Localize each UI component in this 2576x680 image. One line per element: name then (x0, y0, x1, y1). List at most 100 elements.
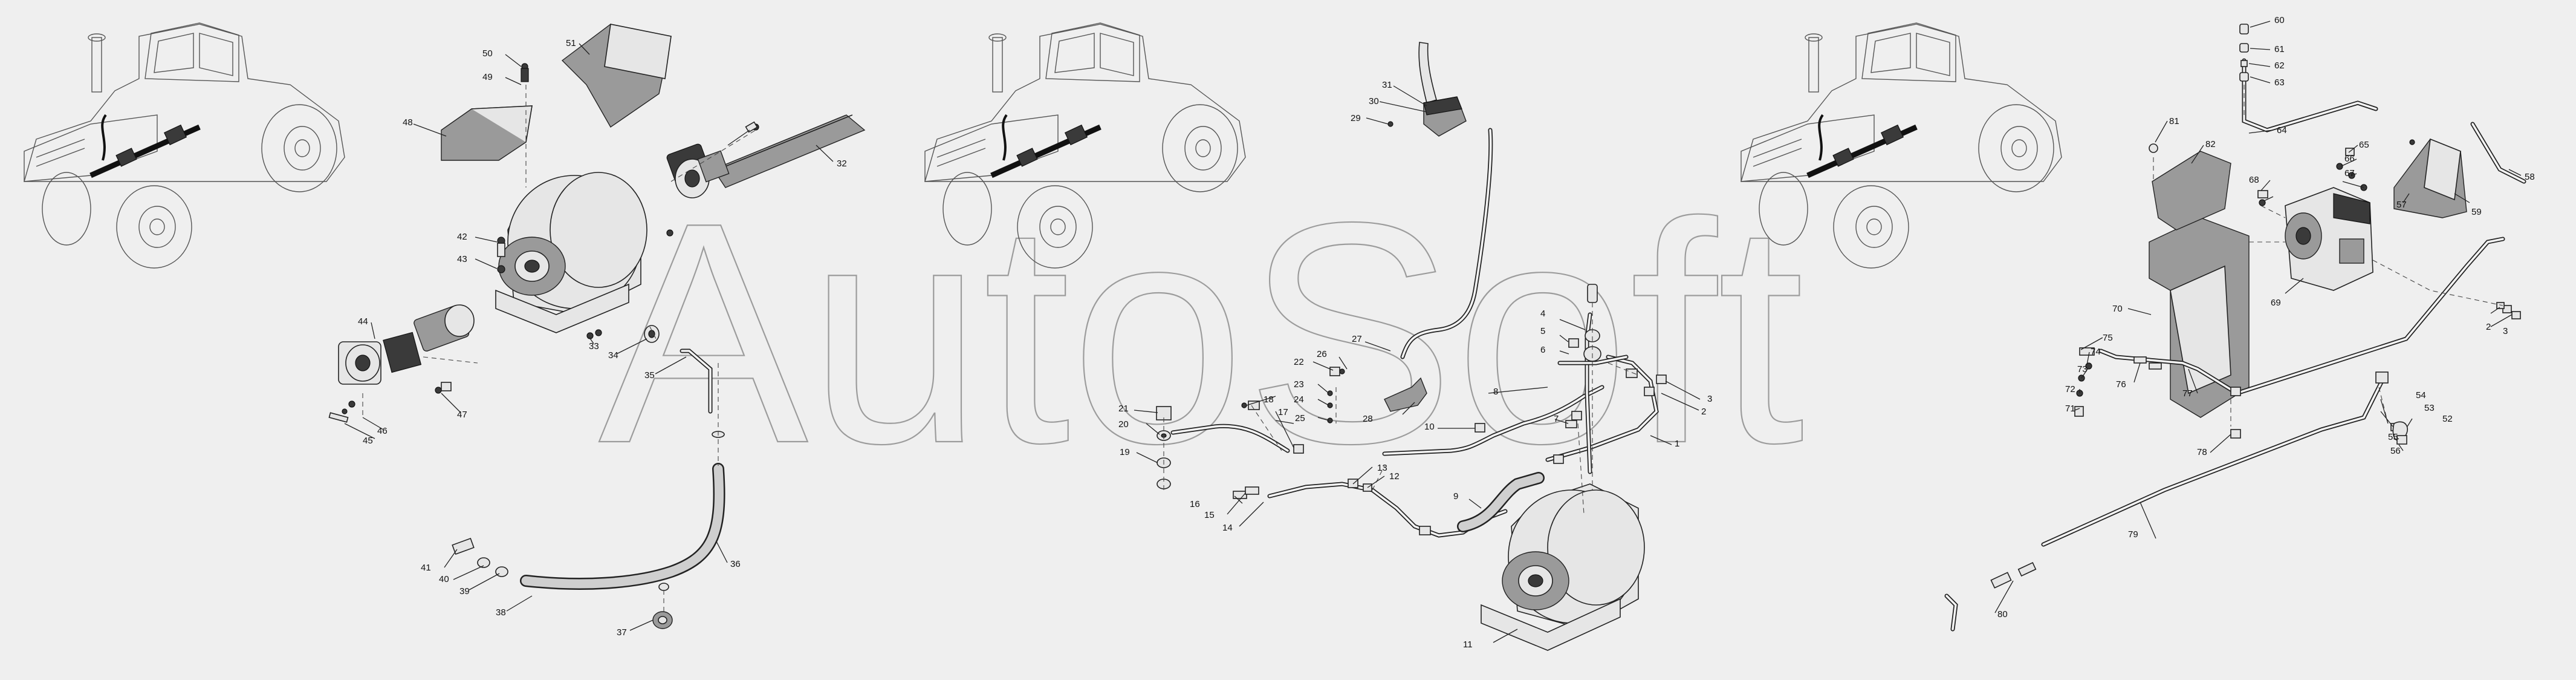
callout-72: 72 (2065, 384, 2075, 394)
callout-54: 54 (2416, 390, 2426, 400)
callout-64: 64 (2277, 125, 2287, 136)
callout-25: 25 (1295, 413, 1305, 423)
fittings-group-3 (1990, 24, 2521, 589)
callout-82: 82 (2205, 139, 2216, 149)
callout-71: 71 (2065, 404, 2075, 414)
callout-41: 41 (421, 563, 431, 573)
control-lever-31 (1418, 42, 1467, 137)
callout-29: 29 (1351, 113, 1361, 123)
assembly-lines-group-1 (362, 85, 756, 614)
callout-24: 24 (1294, 394, 1304, 405)
callout-44: 44 (358, 316, 368, 327)
callout-7: 7 (1554, 414, 1559, 424)
callout-47: 47 (457, 410, 467, 420)
callout-63: 63 (2274, 77, 2285, 88)
callout-33: 33 (589, 341, 599, 351)
callout-31: 31 (1382, 80, 1392, 90)
callout-2-right: 2 (2486, 322, 2491, 332)
callout-78: 78 (2197, 447, 2207, 457)
callout-58: 58 (2525, 172, 2535, 182)
callout-50: 50 (482, 48, 493, 59)
callout-61: 61 (2274, 44, 2285, 54)
callout-5: 5 (1540, 326, 1545, 336)
callout-34: 34 (608, 350, 618, 361)
callout-55: 55 (2388, 432, 2398, 442)
callout-32: 32 (837, 159, 847, 169)
callout-3: 3 (1707, 394, 1712, 404)
callout-68: 68 (2249, 175, 2259, 185)
callout-6: 6 (1540, 345, 1545, 355)
callout-57: 57 (2396, 200, 2407, 210)
bracket-28 (1384, 377, 1427, 412)
callout-8: 8 (1493, 387, 1498, 397)
callout-53: 53 (2424, 403, 2435, 413)
callout-17: 17 (1278, 407, 1288, 417)
callout-70: 70 (2112, 304, 2123, 314)
callout-39: 39 (459, 586, 470, 597)
assembly-lines-group-3 (2153, 85, 2503, 427)
callout-60: 60 (2274, 15, 2285, 25)
fittings-group-2 (1156, 284, 1667, 535)
callout-62: 62 (2274, 60, 2285, 71)
callout-69: 69 (2271, 298, 2281, 308)
fasteners-group-1 (328, 63, 759, 423)
clutch-housing (495, 172, 647, 333)
callout-43: 43 (457, 254, 467, 264)
callout-11: 11 (1463, 639, 1473, 650)
callout-26: 26 (1317, 349, 1327, 359)
watermark-text: AutoSoft (599, 157, 1805, 509)
callout-59: 59 (2471, 207, 2482, 217)
callout-1: 1 (1675, 439, 1679, 449)
callout-30: 30 (1369, 96, 1379, 106)
callout-51: 51 (566, 38, 576, 48)
cardan-joint-44 (338, 304, 475, 385)
gearbox-69 (2285, 187, 2373, 291)
callout-45: 45 (363, 436, 373, 446)
callout-46: 46 (377, 426, 388, 436)
callout-13: 13 (1377, 463, 1387, 473)
callout-18: 18 (1264, 394, 1274, 405)
callout-19: 19 (1120, 447, 1130, 457)
brake-booster-11 (1481, 483, 1645, 651)
callout-36: 36 (730, 559, 741, 569)
callout-42: 42 (457, 232, 467, 242)
cardan-shaft-32 (666, 114, 866, 198)
callout-73: 73 (2077, 364, 2088, 374)
callout-4: 4 (1540, 309, 1545, 319)
callout-81: 81 (2169, 116, 2179, 126)
callout-labels: 50 49 51 48 32 42 43 44 46 45 47 33 34 3… (358, 15, 2535, 650)
callout-38: 38 (496, 607, 506, 618)
callout-27: 27 (1352, 334, 1362, 344)
assembly-lines-group-2 (1163, 302, 1639, 515)
callout-74: 74 (2091, 347, 2101, 357)
callout-12: 12 (1389, 471, 1400, 482)
callout-37: 37 (617, 627, 627, 638)
callout-16: 16 (1190, 499, 1200, 509)
hose-assembly-36 (452, 348, 725, 629)
callout-66: 66 (2344, 154, 2355, 164)
callout-65: 65 (2359, 140, 2369, 150)
leader-lines (344, 21, 2522, 643)
callout-22: 22 (1294, 357, 1304, 367)
callout-10: 10 (1424, 422, 1435, 432)
callout-56: 56 (2390, 446, 2401, 456)
callout-14: 14 (1222, 523, 1233, 533)
callout-67: 67 (2344, 168, 2355, 178)
callout-49: 49 (482, 72, 493, 82)
callout-2: 2 (1701, 407, 1706, 417)
callout-3-right: 3 (2503, 326, 2508, 336)
callout-77: 77 (2182, 388, 2193, 399)
callout-9: 9 (1453, 491, 1458, 502)
callout-52: 52 (2442, 414, 2453, 424)
callout-15: 15 (1204, 510, 1215, 520)
callout-28: 28 (1363, 414, 1373, 424)
callout-79: 79 (2128, 529, 2138, 540)
callout-20: 20 (1118, 419, 1129, 430)
callout-76: 76 (2116, 379, 2126, 390)
callout-48: 48 (403, 117, 413, 128)
callout-40: 40 (439, 574, 449, 584)
cover-82 (2152, 151, 2231, 230)
callout-21: 21 (1118, 404, 1129, 414)
callout-80: 80 (1997, 609, 2008, 620)
